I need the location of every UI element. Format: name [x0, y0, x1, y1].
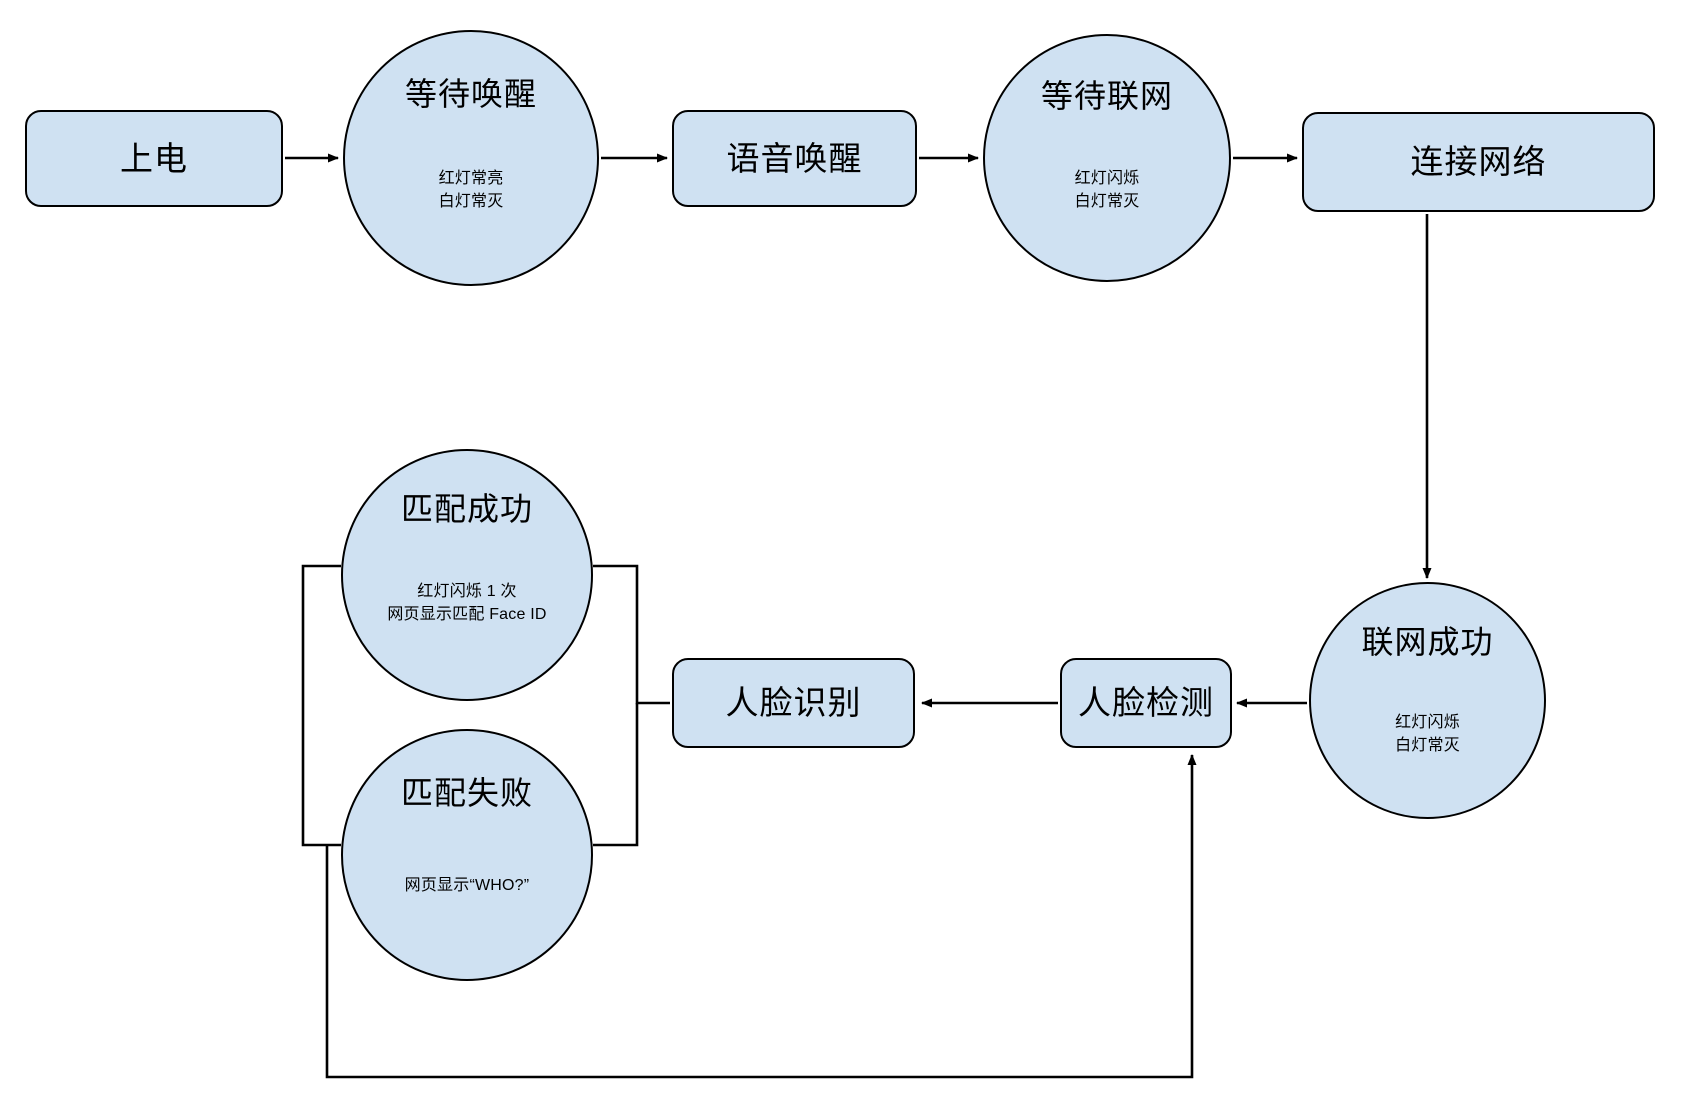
node-face-detect-title: 人脸检测: [1078, 684, 1214, 722]
node-face-detect[interactable]: 人脸检测: [1060, 658, 1232, 748]
edge-facerecognize-to-branchbus: [593, 564, 670, 705]
node-power-title: 上电: [120, 139, 188, 177]
node-match-success-sub: 红灯闪烁 1 次 网页显示匹配 Face ID: [387, 582, 547, 623]
node-wait-wake[interactable]: 等待唤醒 红灯常亮 白灯常灭: [343, 30, 599, 286]
node-wait-network-title: 等待联网: [1040, 78, 1173, 114]
node-match-fail-sub: 网页显示“WHO?”: [404, 876, 530, 894]
edge-matchok-left-bus: [301, 564, 341, 847]
node-match-fail-title: 匹配失败: [400, 775, 533, 811]
edge-branchbus-to-matchfail: [593, 703, 639, 847]
node-voice-wake[interactable]: 语音唤醒: [672, 110, 917, 207]
node-wait-wake-title: 等待唤醒: [404, 76, 537, 112]
node-wait-network-sub: 红灯闪烁 白灯常灭: [1074, 169, 1140, 210]
node-face-recognize[interactable]: 人脸识别: [672, 658, 915, 748]
node-match-success-title: 匹配成功: [400, 491, 533, 527]
node-network-success-sub: 红灯闪烁 白灯常灭: [1395, 713, 1460, 754]
node-match-fail[interactable]: 匹配失败 网页显示“WHO?”: [341, 729, 593, 981]
node-power[interactable]: 上电: [25, 110, 283, 207]
node-network-success[interactable]: 联网成功 红灯闪烁 白灯常灭: [1309, 582, 1546, 819]
node-connect-network[interactable]: 连接网络: [1302, 112, 1655, 212]
node-face-recognize-title: 人脸识别: [725, 684, 862, 722]
node-voice-wake-title: 语音唤醒: [726, 139, 863, 177]
node-network-success-title: 联网成功: [1361, 624, 1494, 660]
node-wait-network[interactable]: 等待联网 红灯闪烁 白灯常灭: [983, 34, 1231, 282]
node-wait-wake-sub: 红灯常亮 白灯常灭: [438, 169, 504, 210]
node-connect-network-title: 连接网络: [1410, 143, 1547, 181]
node-match-success[interactable]: 匹配成功 红灯闪烁 1 次 网页显示匹配 Face ID: [341, 449, 593, 701]
